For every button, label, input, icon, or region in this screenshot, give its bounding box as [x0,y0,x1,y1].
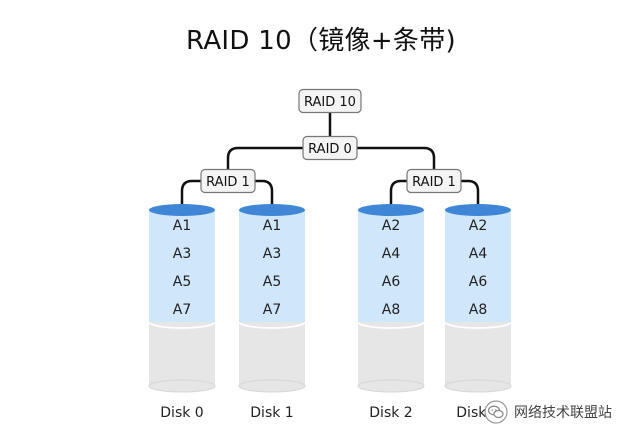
node-label: RAID 0 [308,142,352,157]
disk-block [149,238,215,266]
node-label: RAID 1 [206,175,250,190]
disk-base [358,380,424,392]
block-label: A4 [469,246,488,262]
raid-nodes: RAID 10 RAID 0 RAID 1 RAID 1 [200,88,462,194]
disk-base [445,380,511,392]
node-label: RAID 10 [304,95,356,110]
block-divider [148,321,216,329]
disk-base-edge [148,379,216,393]
disk-block [239,294,305,322]
block-label: A6 [382,274,401,290]
disk-label-2: Disk 2 [369,405,413,421]
wechat-icon [484,400,508,424]
connector-line [389,179,409,208]
block-label: A5 [173,274,191,290]
disk-block [358,238,424,266]
connector-line [226,146,304,170]
block-label: A5 [263,274,281,290]
disk-block [239,266,305,294]
watermark: 网络技术联盟站 [484,398,638,426]
raid-node-stripe: RAID 0 [302,135,358,161]
disk-label-0: Disk 0 [160,405,204,421]
block-divider [238,321,306,329]
disk-empty-space [149,322,215,386]
block-label: A2 [469,218,487,234]
node-box [406,168,462,194]
disk-block [445,266,511,294]
disk-top-cap [358,204,424,216]
watermark-text: 网络技术联盟站 [514,405,612,421]
block-label: A1 [173,218,191,234]
disk-base [239,380,305,392]
disk-top-cap [445,204,511,216]
node-box [302,135,358,161]
raid-node-mirror-right: RAID 1 [406,168,462,194]
block-label: A3 [263,246,281,262]
connector-lines [180,113,480,208]
connector-line [253,179,274,208]
node-box [200,168,256,194]
disk-block [358,266,424,294]
block-label: A1 [263,218,281,234]
block-label: A7 [263,302,281,318]
disk-base-edge [444,379,512,393]
connector-line [459,179,480,208]
disk-block [445,238,511,266]
block-label: A8 [469,302,487,318]
disk-label-1: Disk 1 [250,405,294,421]
disk-base [149,380,215,392]
node-box [298,88,362,114]
connector-line [356,146,436,170]
disk-empty-space [358,322,424,386]
connector-line [180,179,203,208]
block-divider [444,321,512,329]
block-label: A3 [173,246,191,262]
disk-block [149,266,215,294]
raid-node-top: RAID 10 [298,88,362,114]
disk-block [445,294,511,322]
block-label: A4 [382,246,401,262]
disk-base-edge [357,379,425,393]
block-divider [357,321,425,329]
disk-empty-space [445,322,511,386]
node-label: RAID 1 [412,175,456,190]
disk-block [239,238,305,266]
block-label: A7 [173,302,191,318]
raid-node-mirror-left: RAID 1 [200,168,256,194]
block-label: A8 [382,302,400,318]
disk-top-cap [149,204,215,216]
block-label: A6 [469,274,488,290]
diagram-title: RAID 10（镜像+条带) [186,26,456,56]
disk-empty-space [239,322,305,386]
disk-block [358,294,424,322]
block-label: A2 [382,218,400,234]
disk-top-cap [239,204,305,216]
disk-base-edge [238,379,306,393]
disk-block [149,294,215,322]
